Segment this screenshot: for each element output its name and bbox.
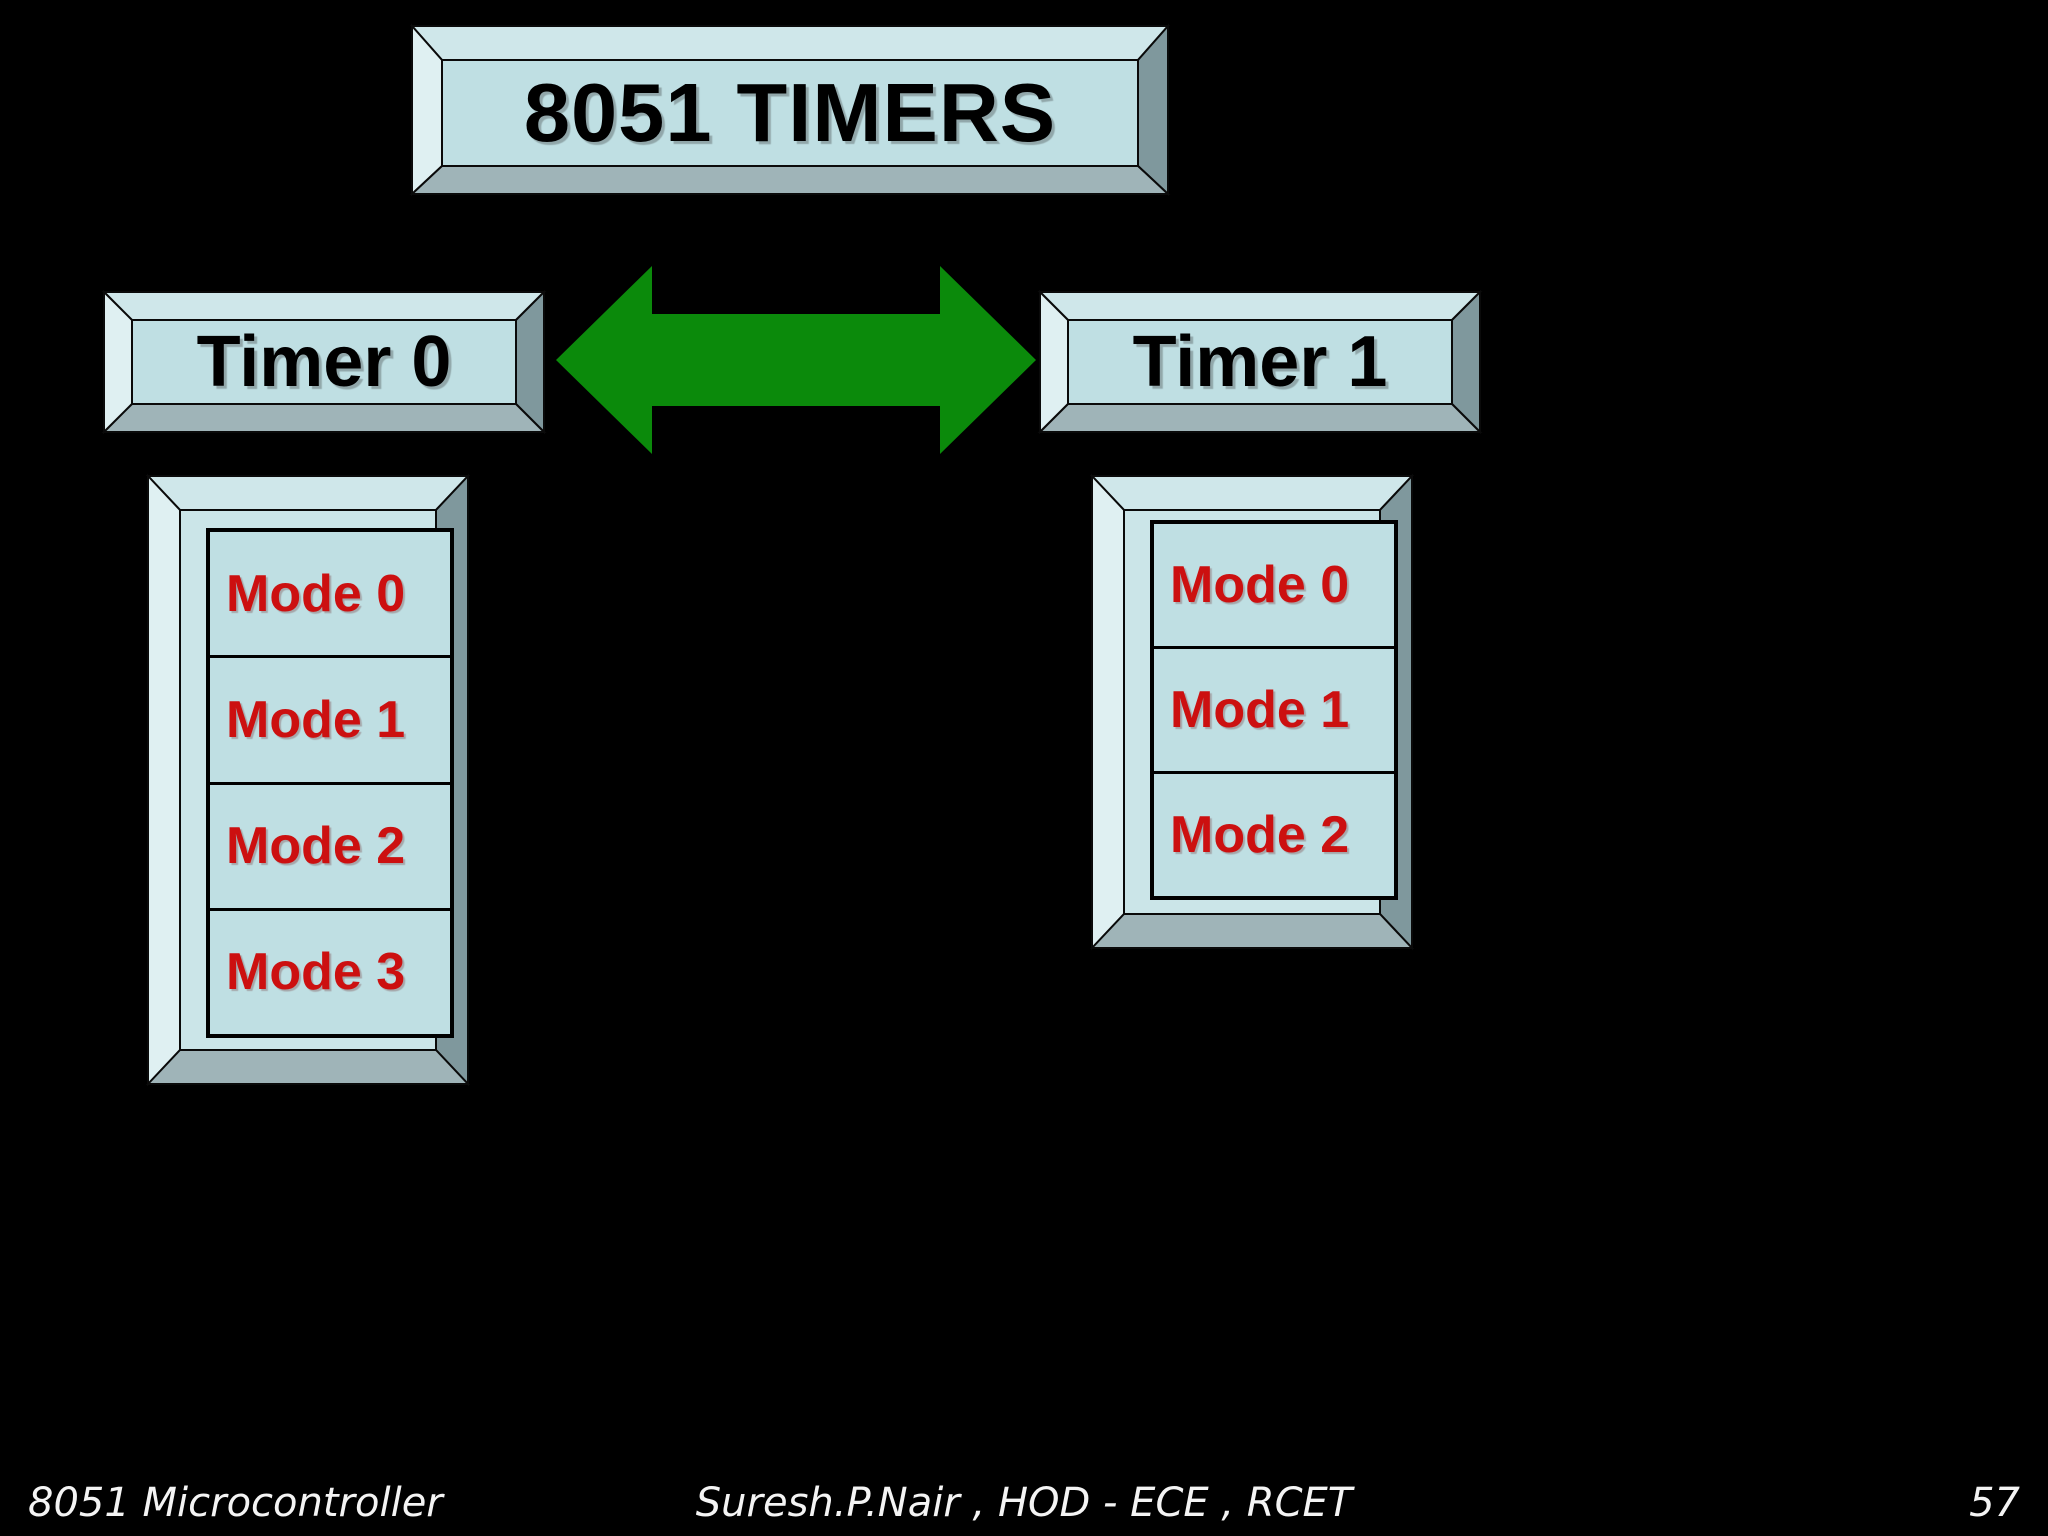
title-box: 8051 TIMERS xyxy=(409,23,1171,197)
timer0-header-box: Timer 0 xyxy=(101,289,547,435)
timer1-header-box: Timer 1 xyxy=(1037,289,1483,435)
timer0-label: Timer 0 xyxy=(196,322,452,402)
double-headed-arrow-icon xyxy=(556,266,1036,454)
timer1-label: Timer 1 xyxy=(1132,322,1388,402)
timer0-header-bevel xyxy=(101,289,547,435)
mode-row[interactable]: Mode 1 xyxy=(210,658,450,785)
mode-row[interactable]: Mode 2 xyxy=(1170,806,1350,864)
timer1-header-bevel xyxy=(1037,289,1483,435)
timer1-mode-table: Mode 0 Mode 1 Mode 2 xyxy=(1150,520,1398,900)
footer-center-text: Suresh.P.Nair , HOD - ECE , RCET xyxy=(695,1480,1353,1526)
mode-row[interactable]: Mode 2 xyxy=(210,785,450,911)
mode-row[interactable]: Mode 0 xyxy=(1154,524,1394,649)
title-box-bevel xyxy=(409,23,1171,197)
footer-left-text: 8051 Microcontroller xyxy=(28,1480,443,1526)
mode-row[interactable]: Mode 1 xyxy=(1154,649,1394,774)
page-number: 57 xyxy=(1969,1480,2020,1526)
mode-row[interactable]: Mode 3 xyxy=(226,943,406,1002)
slide-footer: 8051 Microcontroller Suresh.P.Nair , HOD… xyxy=(0,1440,2048,1536)
mode-row[interactable]: Mode 0 xyxy=(210,532,450,659)
timer0-mode-table: Mode 0 Mode 1 Mode 2 Mode 3 xyxy=(206,528,454,1038)
title-text: 8051 TIMERS xyxy=(523,66,1057,159)
